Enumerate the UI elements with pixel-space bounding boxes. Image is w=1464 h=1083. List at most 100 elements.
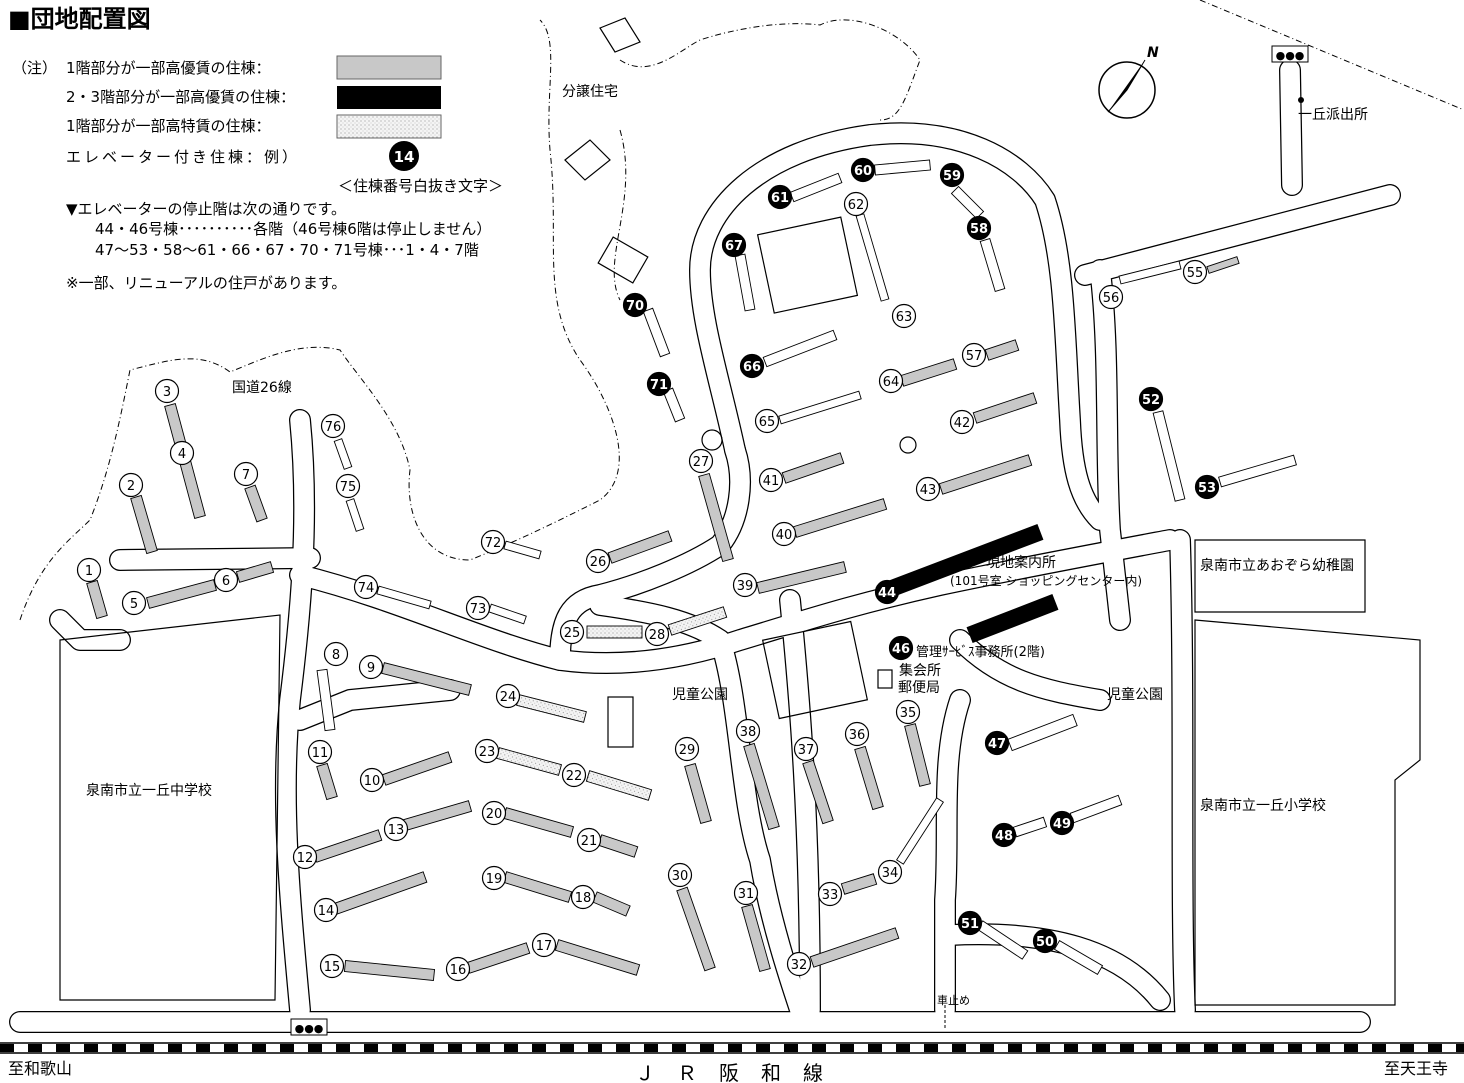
building-21-marker[interactable]: 21: [576, 827, 602, 853]
building-6-marker[interactable]: 6: [213, 567, 239, 593]
building-70-footprint: [642, 307, 671, 358]
building-52-marker[interactable]: 52: [1138, 386, 1164, 412]
building-66-footprint: [762, 329, 838, 368]
building-46-marker[interactable]: 46: [888, 635, 914, 661]
shopping-center: [761, 620, 869, 720]
building-10-marker[interactable]: 10: [359, 767, 385, 793]
road-surface: [590, 595, 810, 1020]
building-number: 49: [1053, 817, 1071, 832]
building-56-marker[interactable]: 56: [1098, 284, 1124, 310]
building-5-marker[interactable]: 5: [121, 590, 147, 616]
building-4-marker[interactable]: 4: [169, 440, 195, 466]
building-55-marker[interactable]: 55: [1182, 259, 1208, 285]
building-number: 3: [163, 385, 171, 400]
road-surface: [1090, 260, 1130, 630]
building-63-marker[interactable]: 63: [891, 303, 917, 329]
building-number-circle-icon: [213, 567, 239, 593]
building-24-marker[interactable]: 24: [495, 683, 521, 709]
building-47-marker[interactable]: 47: [984, 730, 1010, 756]
building-71-marker[interactable]: 71: [646, 371, 672, 397]
building-38-footprint: [743, 742, 780, 831]
site-boundary: [19, 0, 1464, 621]
building-50-marker[interactable]: 50: [1032, 928, 1058, 954]
building-11-marker[interactable]: 11: [307, 739, 333, 765]
building-61-marker[interactable]: 61: [767, 184, 793, 210]
building-13-marker[interactable]: 13: [383, 816, 409, 842]
building-59-marker[interactable]: 59: [939, 162, 965, 188]
building-33-marker[interactable]: 33: [817, 881, 843, 907]
building-number: 58: [970, 222, 988, 237]
building-53-marker[interactable]: 53: [1194, 474, 1220, 500]
building-9-marker[interactable]: 9: [358, 654, 384, 680]
building-number-circle-icon: [758, 467, 784, 493]
building-41-marker[interactable]: 41: [758, 467, 784, 493]
building-58-marker[interactable]: 58: [966, 215, 992, 241]
building-67-marker[interactable]: 67: [721, 232, 747, 258]
building-25-marker[interactable]: 25: [559, 619, 585, 645]
building-14-marker[interactable]: 14: [313, 897, 339, 923]
building-70-marker[interactable]: 70: [622, 292, 648, 318]
building-20-marker[interactable]: 20: [481, 800, 507, 826]
legend-stop-heading: ▼エレベーターの停止階は次の通りです。: [66, 200, 346, 218]
building-42-marker[interactable]: 42: [949, 409, 975, 435]
building-16-marker[interactable]: 16: [445, 956, 471, 982]
building-74-marker[interactable]: 74: [353, 574, 379, 600]
building-number-circle-icon: [320, 413, 346, 439]
building-76-marker[interactable]: 76: [320, 413, 346, 439]
building-38-marker[interactable]: 38: [735, 718, 761, 744]
building-57-marker[interactable]: 57: [961, 342, 987, 368]
building-35-marker[interactable]: 35: [895, 699, 921, 725]
building-48-footprint: [1012, 816, 1048, 838]
building-34-marker[interactable]: 34: [877, 859, 903, 885]
elevator-building-marker-icon: [721, 232, 747, 258]
building-44-marker[interactable]: 44: [874, 579, 900, 605]
building-17-marker[interactable]: 17: [531, 932, 557, 958]
building-23-marker[interactable]: 23: [474, 738, 500, 764]
building-31-marker[interactable]: 31: [733, 880, 759, 906]
building-number: 4: [178, 447, 186, 462]
building-75-marker[interactable]: 75: [335, 473, 361, 499]
building-18-marker[interactable]: 18: [570, 884, 596, 910]
legend-swatch-dotted: [336, 114, 442, 139]
building-60-marker[interactable]: 60: [850, 157, 876, 183]
building-40-marker[interactable]: 40: [771, 521, 797, 547]
building-1-marker[interactable]: 1: [76, 557, 102, 583]
building-22-marker[interactable]: 22: [561, 762, 587, 788]
building-36-marker[interactable]: 36: [844, 721, 870, 747]
elevator-building-marker-icon: [850, 157, 876, 183]
building-66-marker[interactable]: 66: [739, 353, 765, 379]
building-49-marker[interactable]: 49: [1049, 810, 1075, 836]
building-number: 17: [536, 939, 553, 954]
building-number-circle-icon: [353, 574, 379, 600]
building-65-marker[interactable]: 65: [754, 408, 780, 434]
building-51-marker[interactable]: 51: [957, 910, 983, 936]
building-bars: [86, 159, 1297, 981]
building-64-marker[interactable]: 64: [878, 368, 904, 394]
building-72-marker[interactable]: 72: [480, 529, 506, 555]
building-number: 27: [693, 455, 710, 470]
building-73-footprint: [488, 603, 527, 625]
building-37-marker[interactable]: 37: [793, 736, 819, 762]
building-43-marker[interactable]: 43: [915, 476, 941, 502]
building-15-marker[interactable]: 15: [319, 953, 345, 979]
building-73-marker[interactable]: 73: [465, 595, 491, 621]
building-7-marker[interactable]: 7: [233, 461, 259, 487]
building-48-marker[interactable]: 48: [991, 822, 1017, 848]
building-29-marker[interactable]: 29: [674, 736, 700, 762]
building-19-marker[interactable]: 19: [481, 865, 507, 891]
building-12-marker[interactable]: 12: [292, 844, 318, 870]
building-3-marker[interactable]: 3: [154, 378, 180, 404]
building-30-marker[interactable]: 30: [667, 862, 693, 888]
building-2-marker[interactable]: 2: [118, 472, 144, 498]
building-28-marker[interactable]: 28: [644, 621, 670, 647]
building-27-marker[interactable]: 27: [688, 448, 714, 474]
label-post-office: 郵便局: [898, 680, 940, 696]
building-8-marker[interactable]: 8: [323, 641, 349, 667]
kindergarten-grounds: [1194, 539, 1366, 613]
building-39-marker[interactable]: 39: [732, 572, 758, 598]
building-62-footprint: [855, 213, 890, 302]
building-32-marker[interactable]: 32: [786, 951, 812, 977]
building-26-marker[interactable]: 26: [585, 548, 611, 574]
building-62-marker[interactable]: 62: [843, 191, 869, 217]
building-number-circle-icon: [335, 473, 361, 499]
